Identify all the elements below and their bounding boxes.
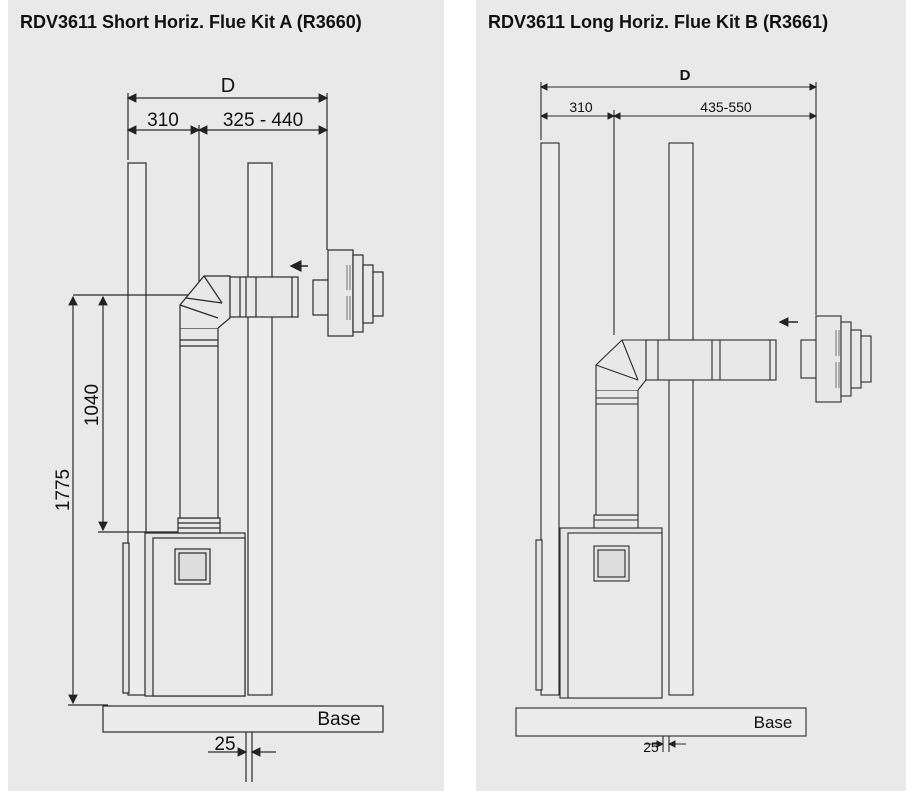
dim-label-d: D <box>680 67 691 84</box>
diagram-panel-kit-b: RDV3611 Long Horiz. Flue Kit B (R3661) <box>476 0 906 791</box>
dim-label-435-550: 435-550 <box>700 99 752 115</box>
base-label: Base <box>317 709 360 730</box>
dim-label-25: 25 <box>643 739 659 755</box>
horizontal-flue-pipe <box>645 339 777 381</box>
wall-right <box>668 142 694 696</box>
dim-label-1040: 1040 <box>82 384 103 426</box>
diagram-panel-kit-a: RDV3611 Short Horiz. Flue Kit A (R3660) <box>8 0 444 791</box>
base-label: Base <box>754 713 793 732</box>
dim-label-1775: 1775 <box>53 469 74 511</box>
wall-right <box>247 162 273 696</box>
dim-label-25: 25 <box>214 734 235 755</box>
kit-a-drawing: D 310 325 - 440 1040 1775 Base 25 <box>53 75 384 782</box>
kit-b-title: RDV3611 Long Horiz. Flue Kit B (R3661) <box>488 12 829 32</box>
base-plate <box>515 707 807 737</box>
wall-left <box>540 142 560 696</box>
flue-terminal <box>327 249 354 337</box>
kit-b-drawing: D 310 435-550 Base 25 <box>515 67 872 755</box>
kit-a-title: RDV3611 Short Horiz. Flue Kit A (R3660) <box>20 12 362 32</box>
dim-label-310: 310 <box>147 110 179 131</box>
flue-elbow <box>179 275 231 329</box>
dim-label-310: 310 <box>569 99 593 115</box>
horizontal-flue-pipe <box>229 276 299 318</box>
wall-left <box>127 162 147 696</box>
base-plate <box>102 705 384 733</box>
vertical-flue-pipe <box>179 327 219 519</box>
flue-terminal <box>815 315 842 403</box>
flue-elbow <box>595 339 647 391</box>
dim-label-325-440: 325 - 440 <box>223 110 303 131</box>
dim-label-d: D <box>221 75 235 97</box>
vertical-flue-pipe <box>595 389 639 516</box>
